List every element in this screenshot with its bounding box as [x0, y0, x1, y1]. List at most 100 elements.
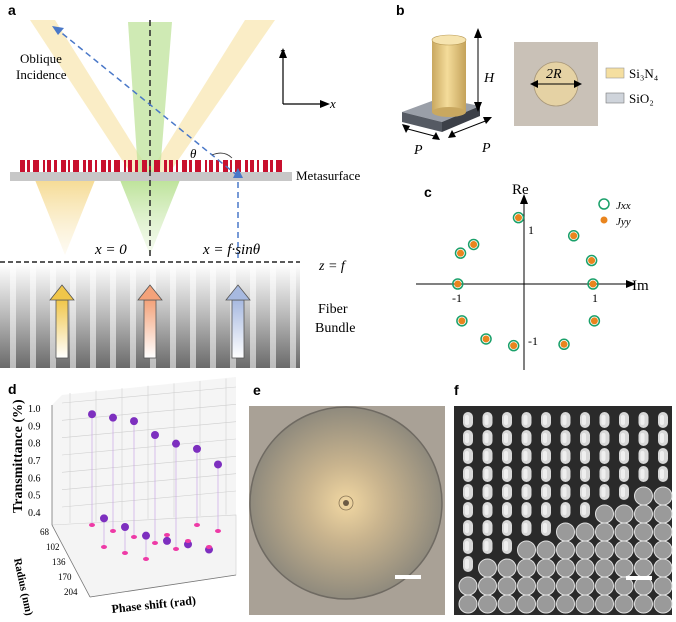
ytick-label: 0.6 [28, 473, 41, 484]
yellow-focus-beam [35, 180, 95, 255]
panel-label-e: e [253, 382, 261, 398]
jxx-point [567, 230, 580, 242]
legend-sio2-label: SiO₂ [629, 91, 654, 106]
transmittance-point [151, 431, 159, 439]
legend-sio2-swatch [605, 92, 625, 104]
ytick-label: 0.7 [28, 456, 41, 467]
radius-projection-point [173, 547, 179, 551]
panel-label-a: a [8, 2, 16, 18]
metasurface-substrate [10, 172, 292, 181]
tick-x-pos: 1 [592, 291, 598, 305]
jyy-point [457, 249, 465, 257]
scale-bar-f [626, 576, 652, 580]
axis-z-label: z [279, 44, 285, 59]
radius-projection-point [143, 557, 149, 561]
jxx-point [587, 278, 599, 290]
jyy-point [589, 280, 597, 288]
2R-label: 2R [546, 67, 562, 82]
ylabel-transmittance: Transmittance (%) [11, 399, 26, 513]
jxx-point [588, 315, 601, 327]
jyy-point [588, 257, 596, 265]
radius-projection-point [101, 545, 107, 549]
panel-a-illustration: z x Oblique Incidence θ Metasurface x = … [0, 20, 360, 368]
fiber-label-1: Fiber [318, 302, 348, 317]
tick-y-neg: -1 [528, 334, 538, 348]
xf-label: x = f·sinθ [202, 242, 261, 258]
jxx-point [480, 333, 492, 345]
transmittance-point [193, 444, 201, 453]
panel-label-d: d [8, 381, 17, 397]
ytick-label: 1.0 [28, 404, 41, 415]
jxx-point [507, 339, 520, 352]
green-focus-beam [120, 180, 180, 255]
panel-f-sem-image [454, 406, 673, 615]
jyy-point [560, 340, 568, 348]
jxx-point [454, 247, 467, 259]
radius-tick-label: 102 [46, 542, 60, 552]
nanopillar [432, 40, 466, 112]
metasurface-label: Metasurface [296, 168, 360, 183]
ytick-label: 0.5 [28, 491, 41, 502]
radius-projection-point [122, 551, 128, 555]
jyy-point [570, 232, 578, 240]
transmittance-point [100, 514, 108, 523]
arrow-blue [225, 284, 251, 359]
panel-f: f [450, 380, 676, 617]
panel-label-b: b [396, 2, 405, 18]
jxx-point [452, 278, 464, 290]
theta-label: θ [190, 146, 197, 161]
transmittance-point [121, 523, 129, 531]
legend-jyy-label: Jyy [616, 216, 631, 228]
transmittance-point [172, 439, 180, 448]
jxx-point [456, 315, 468, 327]
legend-jxx-label: Jxx [616, 200, 631, 212]
re-axis-label: Re [512, 182, 529, 198]
transmittance-point [109, 413, 117, 422]
radius-projection-point [185, 539, 191, 543]
scale-bar-e [395, 575, 421, 579]
arrow-yellow [49, 284, 75, 359]
jyy-point [458, 317, 466, 325]
panel-a: a [0, 0, 400, 372]
radius-projection-point [110, 529, 116, 533]
axis-x-label: x [329, 96, 336, 111]
jxx-point [467, 238, 480, 251]
transmittance-point [142, 531, 150, 540]
jyy-point [454, 280, 462, 288]
legend-jxx-marker [598, 198, 610, 210]
tick-y-pos: 1 [528, 223, 534, 237]
tick-x-neg: -1 [452, 291, 462, 305]
transmittance-point [88, 410, 96, 419]
transmittance-point [163, 536, 171, 545]
metasurface-pillars [20, 160, 282, 172]
panel-b-illustration: H P P 2R Si₃N₄ SiO₂ [402, 28, 659, 158]
legend-jyy-marker [600, 216, 608, 224]
radius-tick-label: 204 [64, 587, 78, 597]
transmittance-point [130, 417, 138, 426]
ytick-label: 0.8 [28, 439, 41, 450]
jyy-point [482, 335, 490, 343]
jxx-point [585, 254, 598, 267]
arrow-orange [137, 284, 163, 359]
legend-si3n4-swatch [605, 67, 625, 79]
P-label-2: P [481, 141, 491, 156]
panel-c: c Re Im -1 1 1 -1 Jxx Jyy [400, 180, 676, 375]
im-axis-label: Im [632, 278, 649, 294]
radius-projection-point [131, 535, 137, 539]
panel-label-f: f [454, 382, 459, 398]
radius-tick-label: 68 [40, 527, 50, 537]
jyy-point [510, 342, 518, 350]
zf-label: z = f [318, 259, 347, 274]
jxx-point [558, 338, 570, 351]
radius-projection-point [89, 523, 95, 527]
panel-c-chart: Re Im -1 1 1 -1 Jxx Jyy [416, 182, 649, 370]
oblique-ray [57, 29, 239, 177]
radius-projection-point [164, 533, 170, 537]
ylabel-radius: Radius (nm) [11, 557, 35, 617]
ytick-label: 0.4 [28, 508, 41, 519]
panel-label-c: c [424, 184, 432, 200]
jyy-point [470, 240, 478, 248]
jyy-point [514, 214, 522, 222]
xlabel-phase: Phase shift (rad) [111, 593, 197, 616]
